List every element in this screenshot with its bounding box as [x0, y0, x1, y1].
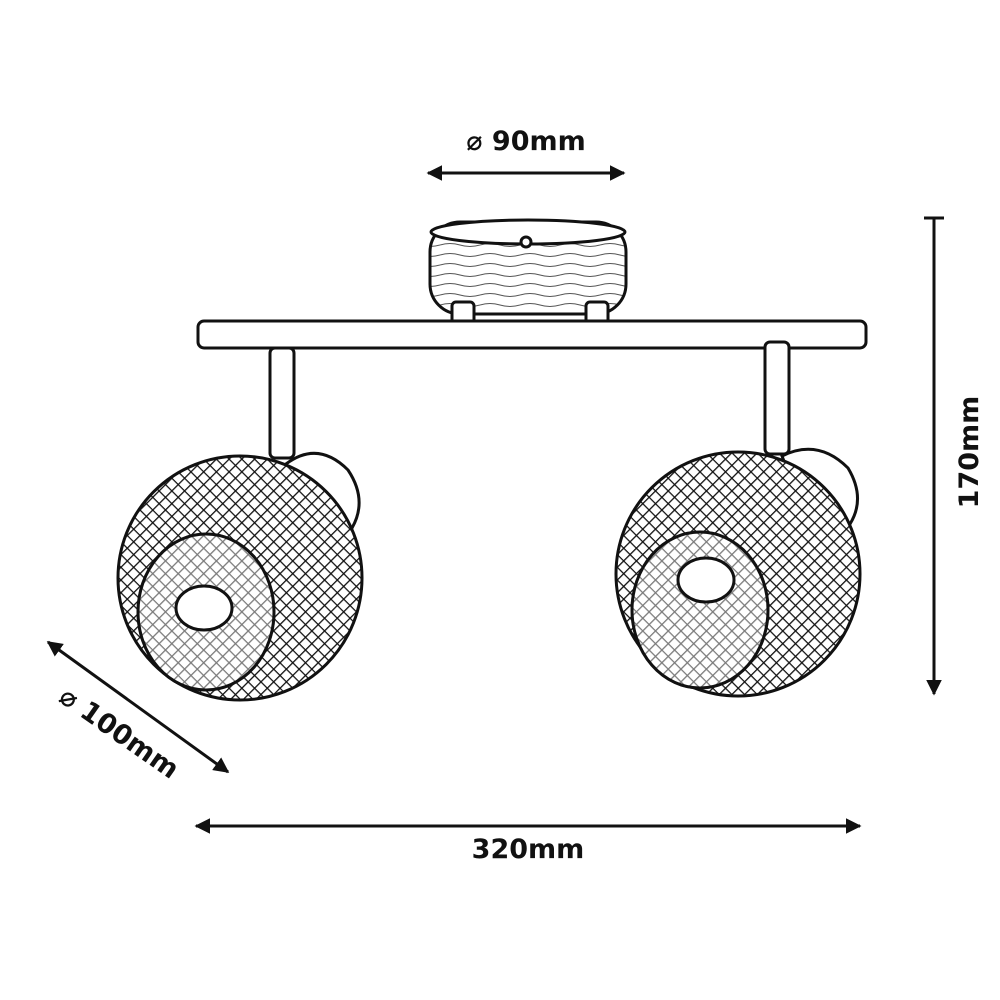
lamp-body	[116, 218, 868, 702]
left-spot	[116, 346, 364, 702]
ceiling-base	[428, 218, 628, 326]
shade-diameter-label: ⌀ 100mm	[53, 681, 184, 786]
right-spot	[614, 340, 862, 698]
total-height-label: 170mm	[954, 396, 985, 509]
total-width-label: 320mm	[472, 834, 585, 865]
shade-diameter-arrow	[46, 640, 230, 774]
dimension-lines	[46, 165, 944, 834]
base-diameter-label: ⌀ 90mm	[466, 126, 586, 157]
mounting-bar	[196, 319, 868, 350]
base-screw-icon	[519, 235, 533, 249]
